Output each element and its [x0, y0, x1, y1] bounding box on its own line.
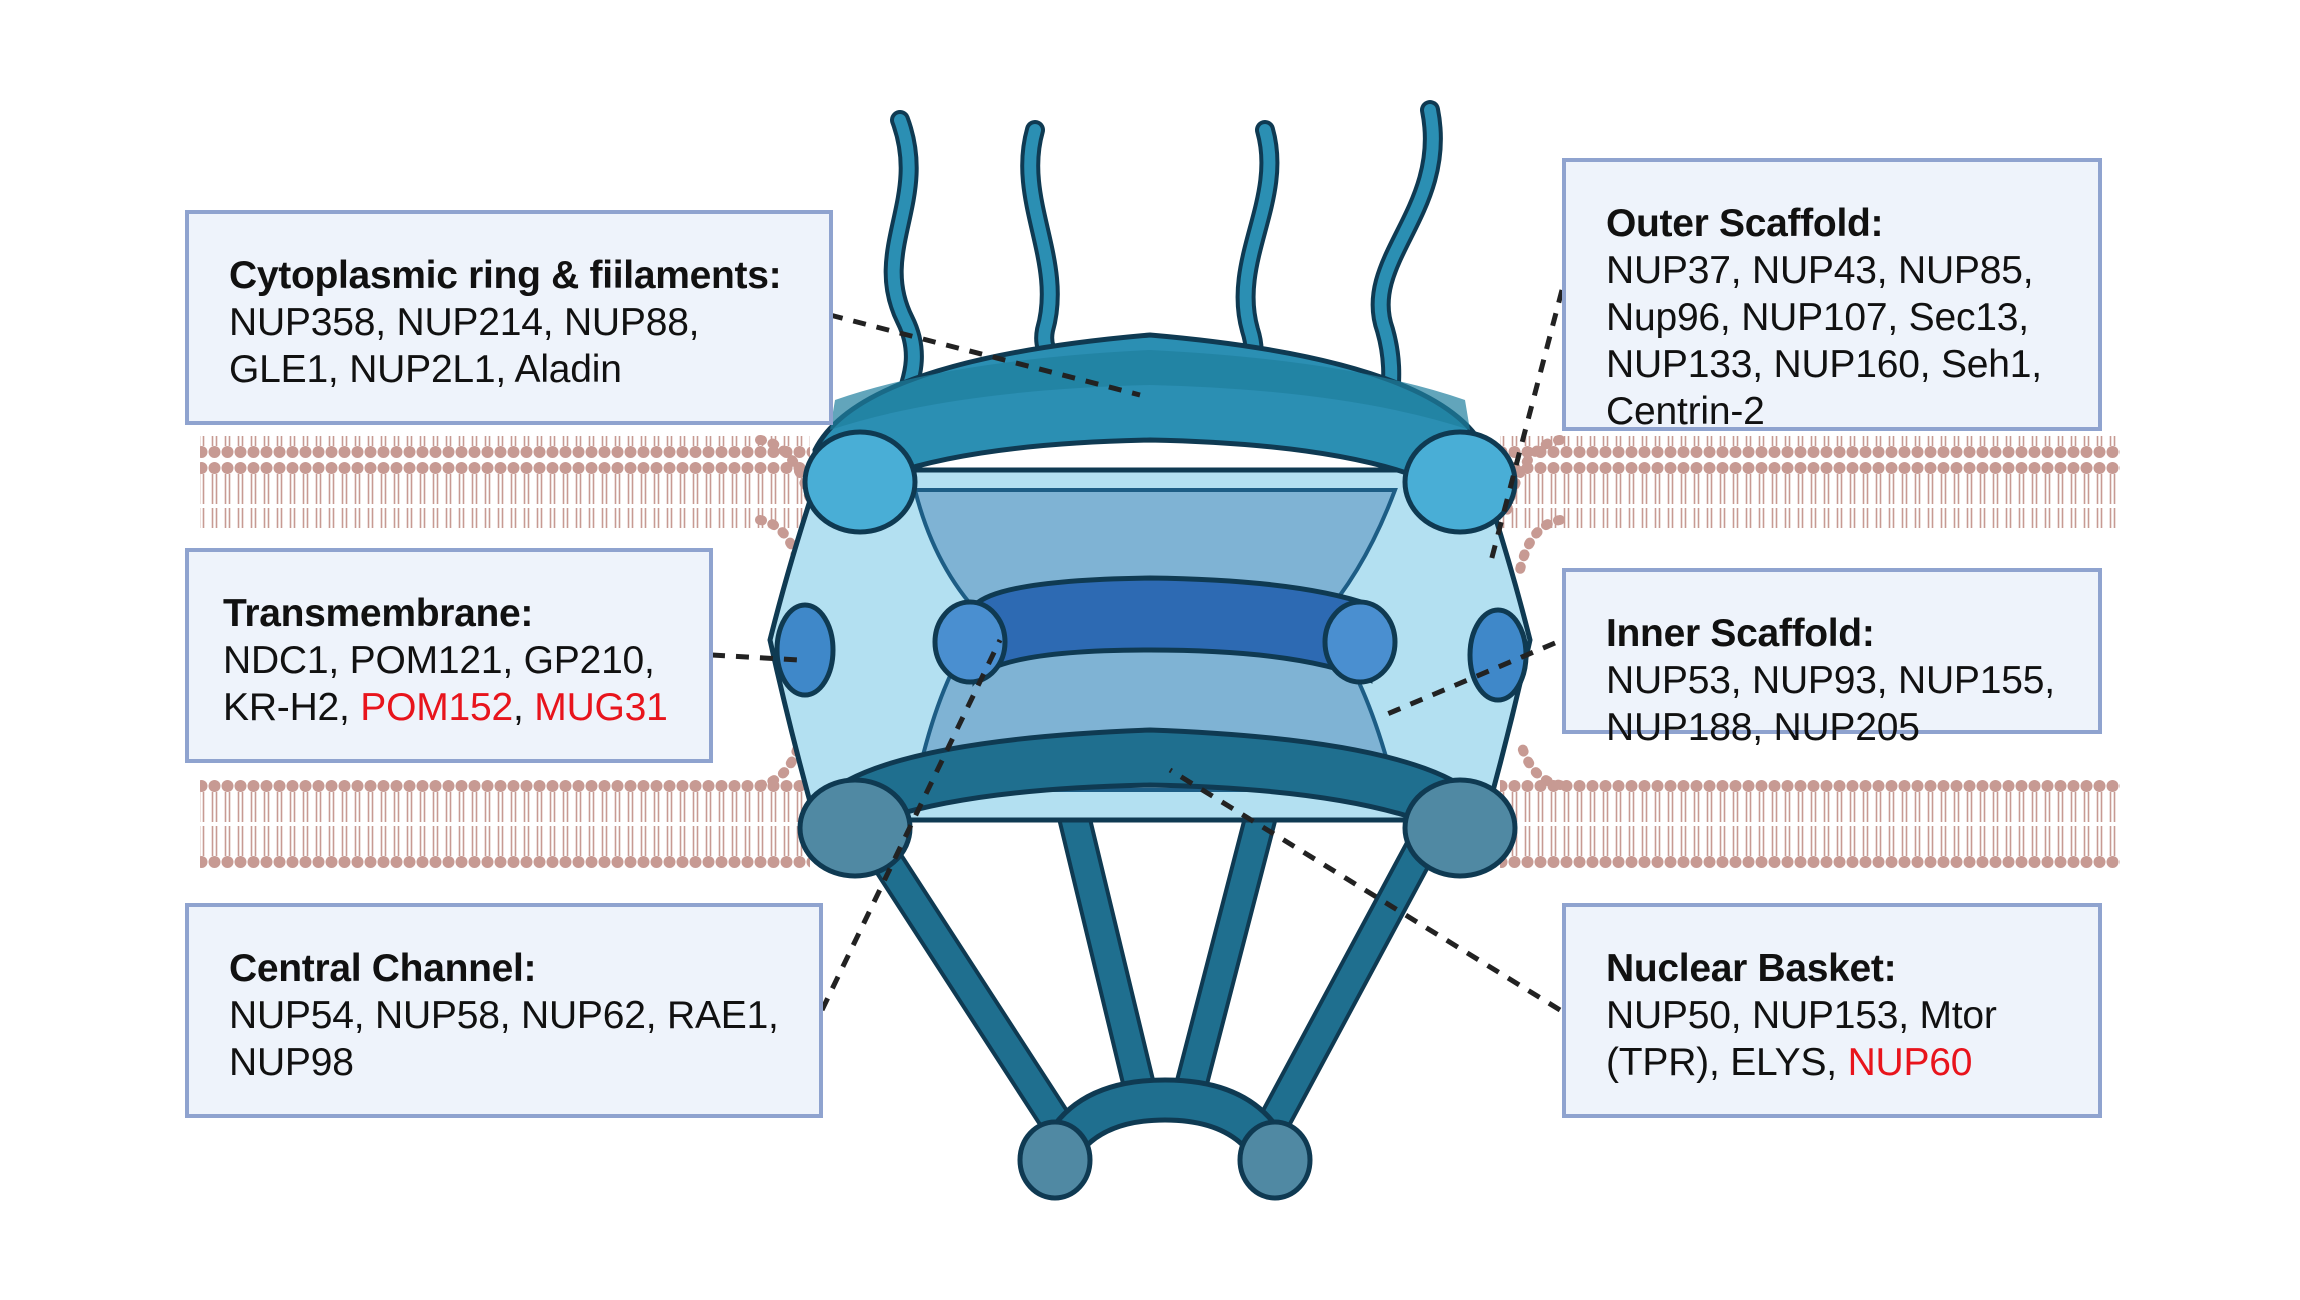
label-cytoplasmic-line1: NUP358, NUP214, NUP88, [229, 301, 700, 344]
label-outer-line1: NUP37, NUP43, NUP85, [1606, 249, 2034, 292]
highlight-pom152: POM152 [360, 686, 514, 729]
nuclear-ring-end-right [1402, 777, 1518, 879]
inner-ring-end-right [1322, 599, 1398, 685]
basket-ring-end-right [1237, 1119, 1313, 1201]
label-central-line1: NUP54, NUP58, NUP62, RAE1, [229, 994, 779, 1037]
label-inner-line1: NUP53, NUP93, NUP155, [1606, 659, 2055, 702]
highlight-mug31: MUG31 [534, 686, 668, 729]
label-basket-line1: NUP50, NUP153, Mtor [1606, 994, 1997, 1037]
label-outer-line2: Nup96, NUP107, Sec13, [1606, 296, 2029, 339]
label-outer-title: Outer Scaffold: [1606, 202, 1884, 245]
label-central-line2: NUP98 [229, 1041, 354, 1084]
highlight-nup60: NUP60 [1847, 1041, 1973, 1084]
label-transmembrane-title: Transmembrane: [223, 592, 534, 635]
cytoplasmic-ring-end-left [802, 429, 918, 535]
label-basket-prefix: (TPR), ELYS, [1606, 1041, 1837, 1084]
leader-line-inner [1384, 640, 1556, 718]
transmembrane-protein-right [1467, 607, 1529, 703]
label-outer-scaffold: Outer Scaffold: NUP37, NUP43, NUP85, Nup… [1562, 158, 2102, 433]
label-inner-scaffold: Inner Scaffold: NUP53, NUP93, NUP155, NU… [1562, 568, 2102, 749]
nuclear-envelope-membrane [200, 435, 2120, 870]
leader-lines [711, 289, 1565, 1013]
membrane-curve-lower-right [1515, 735, 1565, 790]
leader-line-cytoplasmic [829, 312, 1141, 398]
label-basket-line2: (TPR), ELYS, NUP60 [1606, 1039, 2078, 1086]
label-transmembrane-prefix: KR-H2, [223, 686, 350, 729]
leader-line-transmembrane [711, 652, 801, 663]
basket-strand [1262, 837, 1433, 1133]
cytoplasmic-ring-end-right [1402, 429, 1518, 535]
label-transmembrane-sep: , [513, 686, 524, 729]
label-inner-line2: NUP188, NUP205 [1606, 706, 1920, 749]
outer-membrane-right [1500, 436, 2120, 528]
transmembrane-protein-left [774, 602, 836, 698]
inner-membrane-right [1500, 778, 2120, 870]
outer-membrane-left [200, 436, 810, 528]
leader-line-central [819, 638, 1003, 1012]
label-basket-title: Nuclear Basket: [1606, 947, 1897, 990]
inner-ring-end-left [932, 599, 1008, 685]
membrane-curve-upper-right-inner [1515, 515, 1565, 575]
label-nuclear-basket: Nuclear Basket: NUP50, NUP153, Mtor (TPR… [1562, 903, 2102, 1118]
label-cytoplasmic-line2: GLE1, NUP2L1, Aladin [229, 348, 622, 391]
label-cytoplasmic-ring: Cytoplasmic ring & fiilaments: NUP358, N… [185, 210, 833, 425]
label-outer-line4: Centrin-2 [1606, 390, 1765, 433]
cytoplasmic-ring [802, 332, 1518, 535]
basket-strand [1057, 787, 1153, 1103]
inner-membrane-left [200, 778, 810, 870]
label-central-channel: Central Channel: NUP54, NUP58, NUP62, RA… [185, 903, 823, 1118]
label-transmembrane-line2: KR-H2, POM152, MUG31 [223, 684, 689, 731]
nuclear-ring-end-left [797, 777, 913, 879]
nuclear-basket [863, 783, 1437, 1201]
label-transmembrane: Transmembrane: NDC1, POM121, GP210, KR-H… [185, 548, 713, 763]
label-outer-line3: NUP133, NUP160, Seh1, [1606, 343, 2042, 386]
nuclear-ring [797, 727, 1518, 879]
label-inner-title: Inner Scaffold: [1606, 612, 1875, 655]
label-cytoplasmic-title: Cytoplasmic ring & fiilaments: [229, 254, 782, 297]
basket-ring-end-left [1017, 1119, 1093, 1201]
label-transmembrane-line1: NDC1, POM121, GP210, [223, 639, 655, 682]
label-central-title: Central Channel: [229, 947, 537, 990]
leader-line-basket [1168, 767, 1562, 1013]
basket-strand [1177, 787, 1278, 1103]
basket-strand [867, 837, 1068, 1133]
